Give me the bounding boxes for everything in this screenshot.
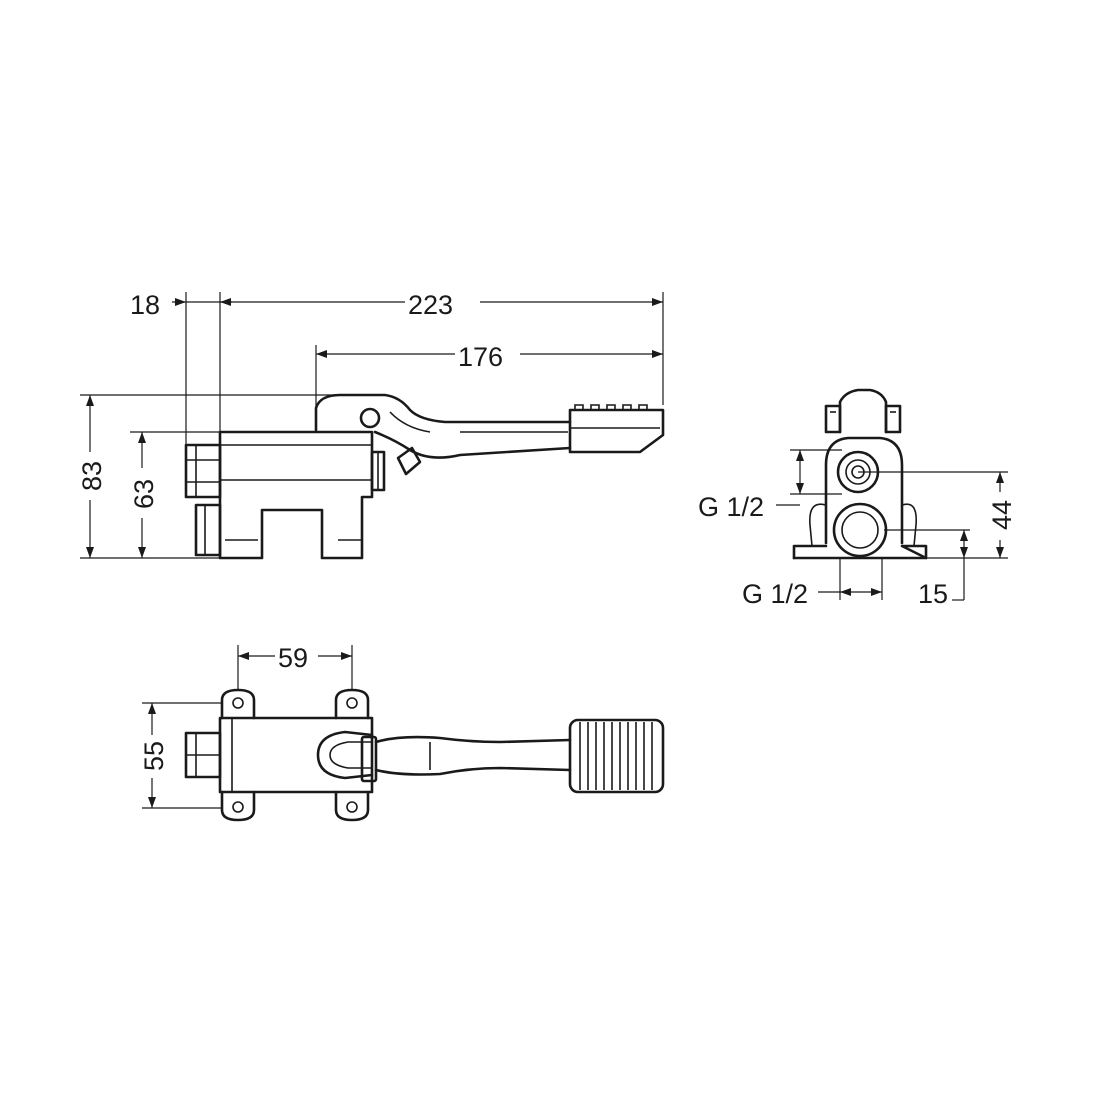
end-view: G 1/2 G 1/2 44 15 xyxy=(698,388,1017,609)
port-lower xyxy=(832,502,888,558)
dim-55 xyxy=(148,703,156,808)
dim-223-label: 223 xyxy=(408,290,453,320)
top-view: 59 55 xyxy=(139,643,665,822)
end-view-extension-lines xyxy=(790,449,1008,600)
dim-59 xyxy=(238,652,352,660)
dim-59-label: 59 xyxy=(278,643,308,673)
dim-thread-bottom xyxy=(818,588,882,596)
lever-arm-top xyxy=(316,730,572,783)
dim-83 xyxy=(86,395,94,558)
dim-83-label: 83 xyxy=(77,461,107,491)
dim-63-label: 63 xyxy=(129,479,159,509)
valve-body-top xyxy=(218,716,374,794)
dim-15 xyxy=(952,530,968,601)
dim-18-label: 18 xyxy=(130,290,160,320)
outlet-connector-side xyxy=(194,503,222,557)
side-view: 18 223 176 83 63 xyxy=(77,290,665,560)
thread-top-label: G 1/2 xyxy=(698,492,764,522)
inlet-nut-side xyxy=(184,443,222,499)
dim-223 xyxy=(220,298,663,306)
dim-thread-top xyxy=(776,450,804,506)
top-view-extension-lines xyxy=(142,645,353,809)
pedal-top xyxy=(568,718,665,794)
side-view-extension-lines xyxy=(80,292,664,559)
dim-44 xyxy=(996,472,1004,558)
end-view-cap xyxy=(824,388,902,434)
end-view-housing xyxy=(792,436,928,560)
valve-body-side xyxy=(218,430,374,560)
thread-bottom-label: G 1/2 xyxy=(742,579,808,609)
inlet-nut-top xyxy=(184,731,222,779)
dim-55-label: 55 xyxy=(139,741,169,771)
pivot-bracket-side xyxy=(370,446,422,492)
dim-44-label: 44 xyxy=(987,500,1017,530)
dim-176-label: 176 xyxy=(458,342,503,372)
mounting-lugs xyxy=(220,688,370,822)
dim-63 xyxy=(138,432,146,558)
dim-15-label: 15 xyxy=(918,579,948,609)
pedal-side xyxy=(568,404,665,454)
dim-176 xyxy=(316,350,663,358)
lever-arm-side xyxy=(314,393,572,459)
